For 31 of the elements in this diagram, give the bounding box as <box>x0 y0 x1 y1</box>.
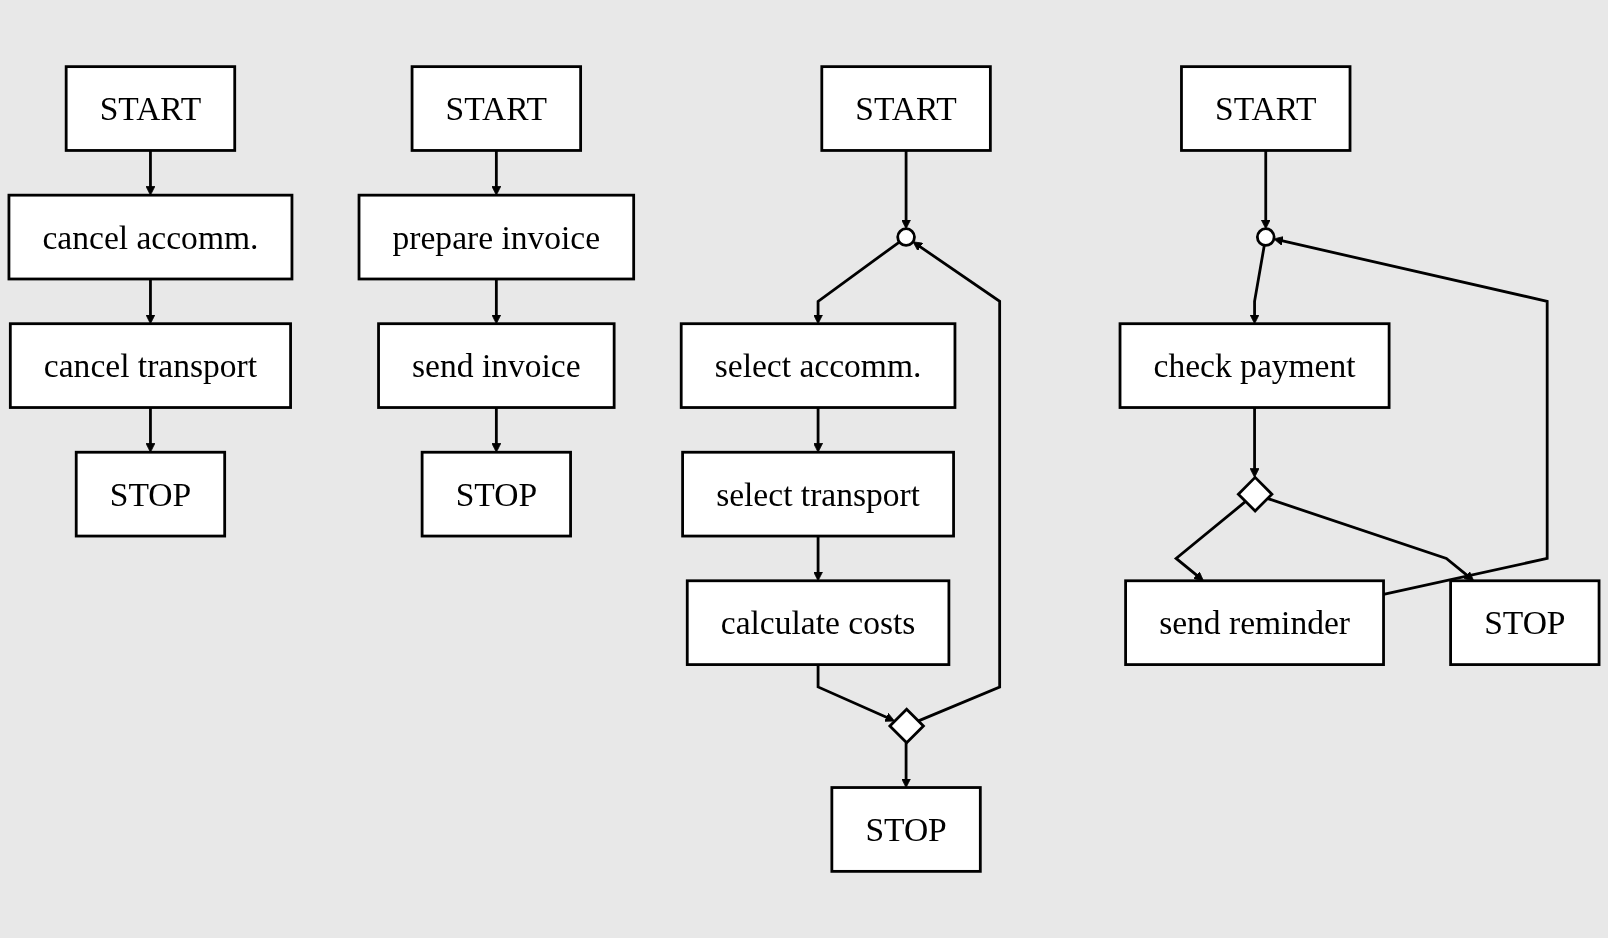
node-box: select accomm. <box>679 322 957 409</box>
arrow <box>912 241 1002 723</box>
node-diamond <box>887 707 926 745</box>
node-circle <box>1255 227 1276 247</box>
arrow <box>145 150 156 196</box>
arrow <box>1249 407 1260 478</box>
node-box: calculate costs <box>685 579 951 666</box>
node-box: STOP <box>74 450 227 538</box>
node-box: START <box>64 65 237 152</box>
node-box: send invoice <box>377 322 616 409</box>
node-box: cancel transport <box>8 322 292 409</box>
node-box: START <box>410 65 583 152</box>
arrow <box>816 664 895 722</box>
node-box: check payment <box>1118 322 1391 409</box>
node-box: STOP <box>830 786 982 873</box>
node-box: send reminder <box>1124 579 1385 666</box>
arrow <box>901 742 911 788</box>
node-box: select transport <box>681 450 955 538</box>
node-box: STOP <box>1449 579 1601 666</box>
node-box: START <box>820 65 992 152</box>
arrow <box>1273 236 1549 596</box>
node-box: cancel accomm. <box>7 193 294 281</box>
node-box: START <box>1180 65 1352 152</box>
arrow <box>813 407 823 453</box>
node-box: STOP <box>420 450 572 538</box>
arrow <box>145 407 156 453</box>
arrow <box>491 150 502 196</box>
node-box: prepare invoice <box>357 193 636 281</box>
node-diamond <box>1236 475 1274 513</box>
node-circle <box>896 227 916 247</box>
arrow <box>491 407 502 453</box>
